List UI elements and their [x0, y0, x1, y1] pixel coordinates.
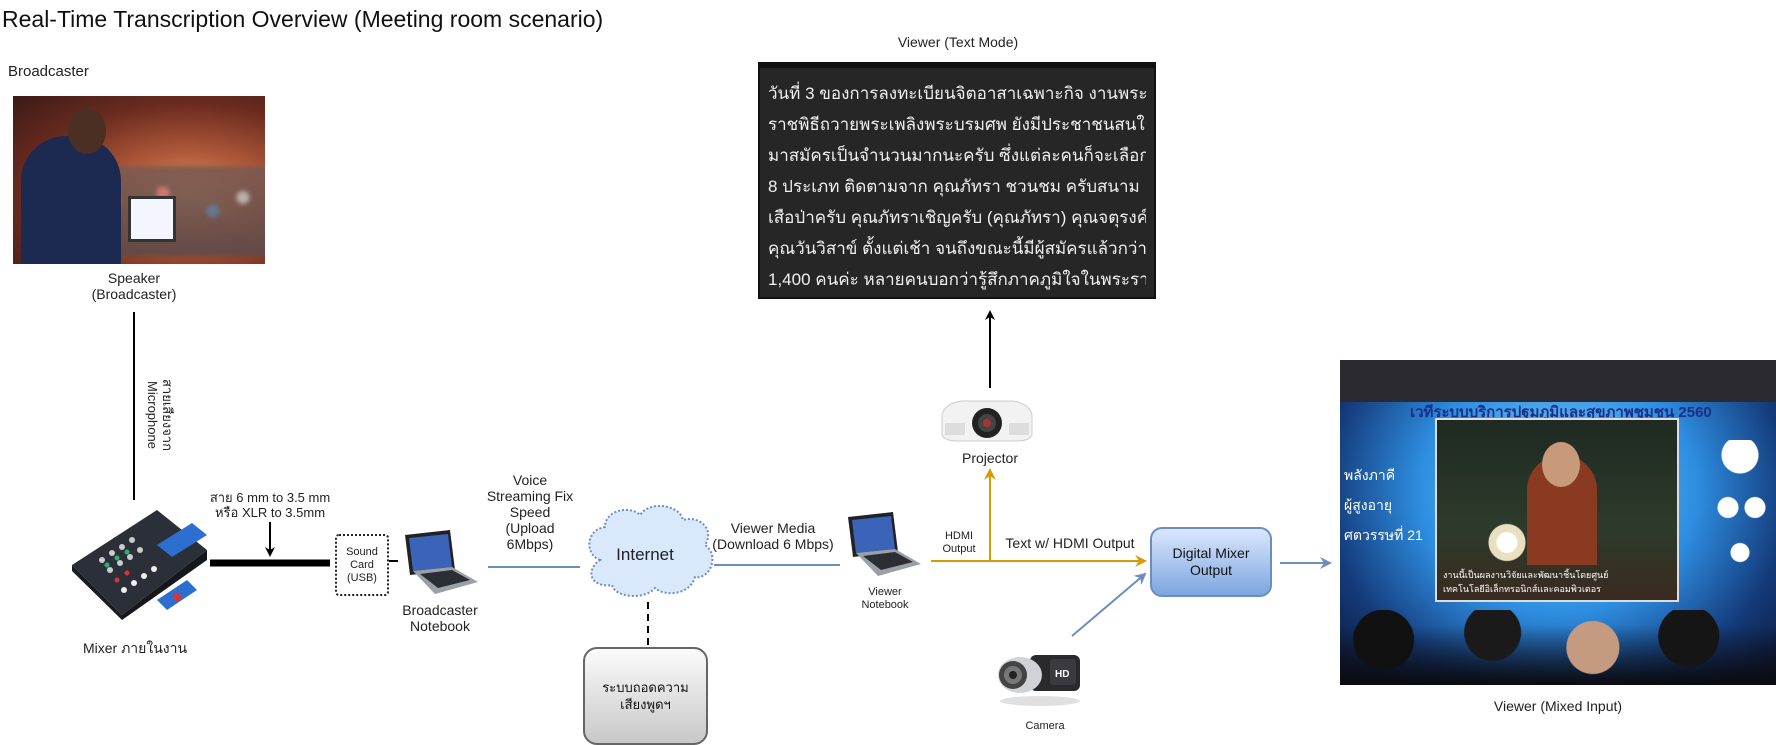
transcription-system-node[interactable]: ระบบถอดความ เสียงพูดฯ: [583, 647, 708, 745]
internet-label: Internet: [616, 545, 674, 564]
mic-cable-label: สายเสียงจาก Microphone: [145, 379, 175, 451]
digital-mixer-node[interactable]: Digital Mixer Output: [1150, 527, 1272, 597]
audience: [1340, 610, 1776, 685]
transcript-line: ราชพิธีถวายพระเพลิงพระบรมศพ ยังมีประชาชน…: [768, 115, 1146, 134]
stage-banner-text: เวทีระบบบริการปฐมภูมิและสุขภาพชุมชน 2560: [1410, 404, 1712, 421]
audio-mixer-icon: [72, 510, 207, 620]
transcript-line: 8 ประเภท ติดตามจาก คุณภัทรา ชวนชม ครับสน…: [768, 177, 1140, 196]
projector-label: Projector: [961, 450, 1019, 466]
projector-icon: [941, 400, 1033, 442]
transcript-line: มาสมัครเป็นจำนวนมากนะครับ ซึ่งแต่ละคนก็จ…: [768, 146, 1146, 165]
download-label: Viewer Media (Download 6 Mbps): [712, 520, 834, 552]
broadcaster-notebook-label: Broadcaster Notebook: [402, 602, 478, 634]
hdmi-output-label: HDMI Output: [942, 530, 976, 555]
camera-label: Camera: [1025, 720, 1065, 732]
upload-label: Voice Streaming Fix Speed (Upload 6Mbps): [486, 472, 574, 552]
mixer-cable-label: สาย 6 mm to 3.5 mm หรือ XLR to 3.5mm: [209, 490, 331, 520]
svg-text:HD: HD: [1055, 669, 1069, 680]
broadcaster-heading: Broadcaster: [8, 63, 89, 80]
laptop-icon: [405, 530, 478, 594]
text-viewer-heading: Viewer (Text Mode): [897, 34, 1019, 50]
transcript-line: วันที่ 3 ของการลงทะเบียนจิตอาสาเฉพาะกิจ …: [768, 84, 1146, 103]
diagram-title: Real-Time Transcription Overview (Meetin…: [2, 6, 604, 32]
text-hdmi-label: Text w/ HDMI Output: [1005, 535, 1135, 551]
screen-subtitles: งานนี้เป็นผลงานวิจัยและพัฒนาชิ้นโดยศูนย์…: [1443, 570, 1609, 594]
sound-card-node[interactable]: Sound Card (USB): [335, 534, 389, 596]
camera-link-line: [1071, 572, 1147, 637]
speaker-photo: [13, 96, 265, 264]
stage-side-text: พลังภาคี ผู้สูงอายุ ศตวรรษที่ 21: [1344, 467, 1423, 543]
cloud-icon: [588, 505, 714, 597]
transcript-line: คุณวันวิสาข์ ตั้งแต่เช้า จนถึงขณะนี้มีผู…: [768, 239, 1146, 258]
laptop-icon: [848, 512, 921, 576]
mixed-viewer-heading: Viewer (Mixed Input): [1493, 698, 1623, 714]
text-mode-viewer: วันที่ 3 ของการลงทะเบียนจิตอาสาเฉพาะกิจ …: [758, 62, 1156, 299]
speaker-label: Speaker (Broadcaster): [91, 270, 177, 302]
stage-screen: งานนี้เป็นผลงานวิจัยและพัฒนาชิ้นโดยศูนย์…: [1435, 418, 1679, 602]
viewer-notebook-label: Viewer Notebook: [861, 586, 909, 611]
camcorder-icon: HD: [998, 655, 1080, 706]
mixer-label: Mixer ภายในงาน: [82, 640, 188, 656]
transcript-line: เสือป่าครับ คุณภัทราเชิญครับ (คุณภัทรา) …: [768, 208, 1146, 227]
sponsor-logos: [1710, 440, 1770, 590]
transcript-line: 1,400 คนค่ะ หลายคนบอกว่ารู้สึกภาคภูมิใจใ…: [768, 270, 1146, 289]
mixed-input-viewer-photo: เวทีระบบบริการปฐมภูมิและสุขภาพชุมชน 2560…: [1340, 360, 1776, 685]
